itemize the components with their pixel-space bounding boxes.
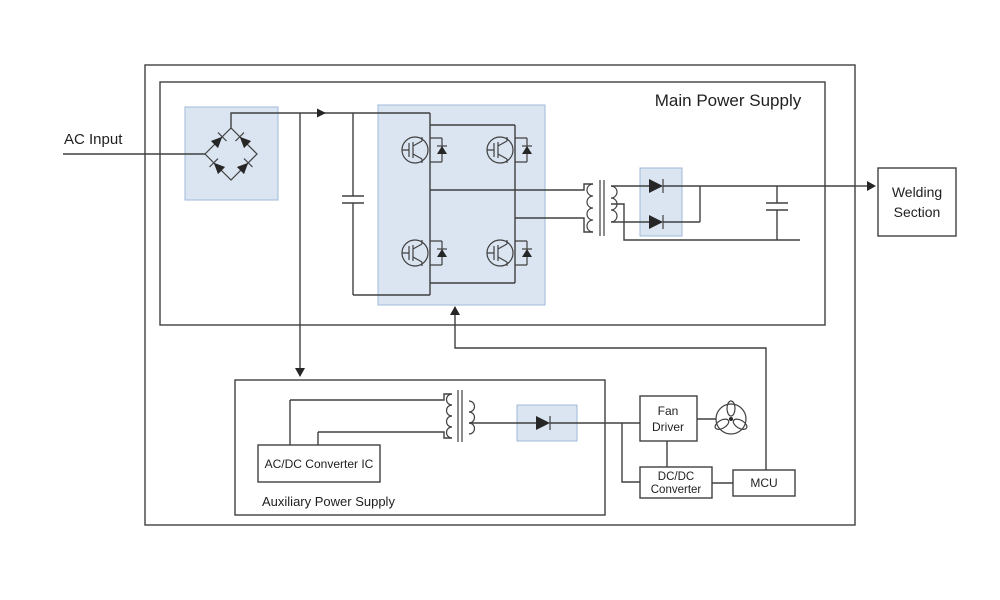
output-rectifier-block [640, 168, 682, 236]
aux-transformer [445, 390, 476, 442]
dc-link-capacitor [342, 113, 430, 296]
bridge-rectifier-symbol [204, 127, 258, 181]
main-transformer [586, 180, 618, 236]
aux-feed-arrow-down [295, 368, 305, 377]
inverter-bridge-block-border [377, 104, 546, 306]
fan-driver-label-line1: Fan [658, 404, 679, 418]
auxiliary-power-supply-label: Auxiliary Power Supply [262, 494, 395, 509]
bus-arrow-right [317, 108, 326, 118]
fan-icon [697, 400, 748, 435]
dcdc-converter-box: DC/DC Converter [639, 466, 713, 499]
mcu-box: MCU [732, 469, 796, 497]
inverter-bridge-symbol [401, 113, 593, 295]
output-rectifier-symbol [611, 179, 855, 229]
transistor-bottom-right [486, 239, 532, 267]
mcu-label: MCU [750, 476, 777, 490]
welding-section-label-line1: Welding [892, 184, 942, 200]
acdc-converter-ic-box: AC/DC Converter IC [257, 444, 381, 483]
control-arrow-up [450, 306, 460, 315]
transistor-top-right [486, 136, 532, 164]
inverter-bridge-block [378, 105, 545, 305]
dcdc-converter-label-line1: DC/DC [658, 471, 694, 483]
dcdc-converter-label-line2: Converter [651, 484, 702, 496]
output-filter [611, 186, 800, 241]
acdc-converter-ic-label: AC/DC Converter IC [265, 457, 374, 471]
main-power-supply-label: Main Power Supply [655, 91, 802, 110]
control-feedback-wires [450, 306, 767, 470]
dc-bus-wires [230, 108, 430, 377]
welding-section-box: Welding Section [877, 167, 957, 237]
aux-primary-wires [289, 393, 452, 445]
transistor-top-left [401, 136, 447, 164]
welding-output-arrow [855, 181, 876, 191]
transistor-bottom-left [401, 239, 447, 267]
aux-rectifier-symbol [469, 416, 640, 483]
fan-driver-label-line2: Driver [652, 420, 684, 434]
output-rectifier-block-border [639, 167, 683, 237]
ac-input-label: AC Input [64, 131, 123, 148]
fan-driver-box: Fan Driver [639, 395, 698, 442]
welding-section-label-line2: Section [894, 204, 941, 220]
